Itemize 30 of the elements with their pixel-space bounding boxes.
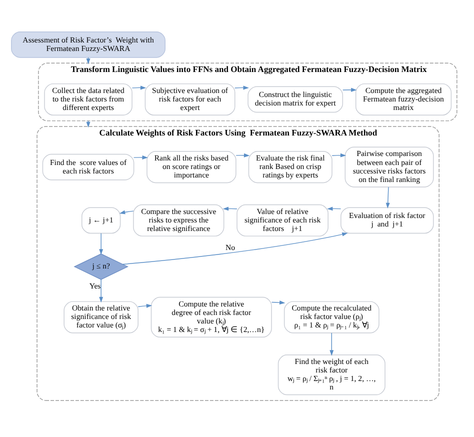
node-box: Subjective evaluation of risk factors for each expert bbox=[144, 82, 236, 115]
node-box: Compute the relative degree of each risk factor value (kⱼ) k₁ = 1 & kⱼ = σⱼ + 1, ∀j ∈ {2,…n} bbox=[150, 296, 272, 337]
node-box: Value of relative significance of each risk factors j+1 bbox=[236, 204, 328, 236]
node-box: Assessment of Risk Factor’s Weight with Fermatean Fuzzy-SWARA bbox=[11, 31, 166, 58]
edge-label: No bbox=[226, 242, 236, 252]
node-diamond: j ≤ n? bbox=[74, 252, 128, 280]
node-box: Evaluate the risk final rank Based on crisp ratings by experts bbox=[248, 150, 332, 183]
arrow bbox=[386, 186, 390, 208]
node-box: Collect the data related to the risk factors from different experts bbox=[44, 82, 132, 115]
arrow bbox=[99, 232, 104, 254]
edge-label: Yes bbox=[89, 280, 101, 290]
arrow bbox=[332, 152, 346, 157]
node-box: Compare the successive risks to express the relative significance bbox=[133, 204, 224, 236]
arrow bbox=[122, 232, 348, 264]
node-box: Find the score values of each risk factors bbox=[42, 153, 134, 180]
arrow bbox=[119, 210, 134, 214]
arrow bbox=[99, 278, 104, 302]
node-box: Construct the linguistic decision matrix for expert bbox=[248, 86, 344, 112]
node-box: Evaluation of risk factor j and j+1 bbox=[340, 206, 434, 234]
node-box: Compute the aggregated Fermatean fuzzy-decision matrix bbox=[355, 82, 452, 115]
arrow bbox=[271, 300, 286, 304]
arrow bbox=[138, 303, 152, 308]
node-box: Obtain the relative significance of risk factor value (σⱼ) bbox=[64, 300, 138, 333]
arrow bbox=[330, 332, 334, 356]
arrow bbox=[133, 154, 148, 159]
node-box: Find the weight of each risk factor wⱼ = ρⱼ / Σⱼ₌₁ⁿ ρⱼ , j = 1, 2, …, n bbox=[278, 354, 386, 395]
node-box: j ← j+1 bbox=[82, 206, 121, 234]
node-box: Pairwise comparison between each pair of successive risks factors on the final ranking bbox=[344, 146, 434, 187]
node-box: Compute the recalculated risk factor value (ρⱼ) ρ₁ = 1 & ρⱼ = ρⱼ₋₁ / kⱼ, ∀j bbox=[284, 300, 380, 333]
node-box: Rank all the risks based on score ratings or importance bbox=[146, 150, 236, 183]
